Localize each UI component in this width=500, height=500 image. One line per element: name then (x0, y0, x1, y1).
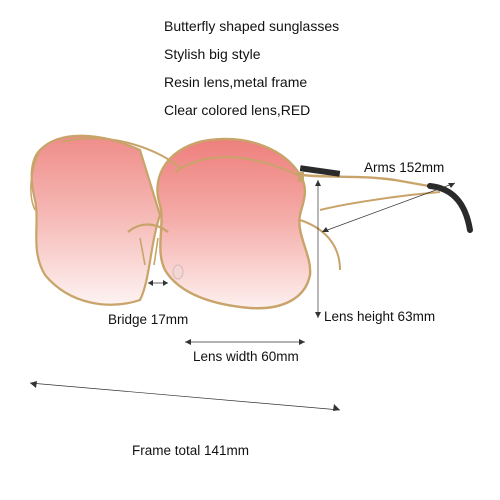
arms-label: Arms 152mm (364, 160, 445, 175)
right-lens (156, 137, 312, 310)
arms-dimension-line (321, 182, 456, 233)
temple-arm (301, 173, 441, 190)
frame-total-label: Frame total 141mm (132, 443, 250, 458)
arm-tip (427, 183, 473, 233)
frame-total-dimension-line (29, 382, 341, 411)
lens-width-label: Lens width 60mm (193, 349, 299, 364)
lens-height-label: Lens height 63mm (324, 309, 436, 324)
bridge-label: Bridge 17mm (108, 312, 189, 327)
feature-2: Stylish big style (164, 46, 261, 62)
feature-1: Butterfly shaped sunglasses (164, 18, 340, 34)
bridge (127, 223, 169, 233)
feature-list: Butterfly shaped sunglasses Stylish big … (164, 12, 339, 124)
feature-4: Clear colored lens,RED (164, 102, 311, 118)
left-lens (30, 134, 162, 306)
feature-3: Resin lens,metal frame (164, 74, 308, 90)
